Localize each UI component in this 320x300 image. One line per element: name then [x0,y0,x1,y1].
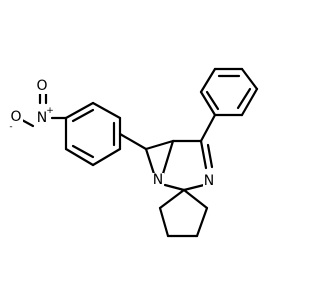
bond-n-o-single [20,118,35,128]
bond-ring-imine-a [199,139,208,170]
molecule-structure-diagram: N + O O - N N [9,67,259,238]
bond-phenyl-2 [240,87,259,117]
bond-phenyl-6 [199,90,217,117]
bond-aziridine-c2-n [160,139,175,179]
nitro-oxygen-single-charge: - [9,122,12,132]
nitro-oxygen-single-label: O [10,109,21,125]
bond-ring-n-spiro [182,183,206,192]
bond-nitrophenyl-inner-a [71,108,95,123]
bond-layer [20,67,259,238]
bond-ring-phenyl-link [199,113,217,143]
aziridine-nitrogen-label-bg [152,173,164,188]
bond-aryl-aziridine [118,132,148,151]
imine-nitrogen-label-bg [203,174,216,189]
bond-aziridine-c-c [144,139,175,151]
imine-nitrogen-label: N [204,173,214,189]
bond-nitrophenyl-5 [64,147,95,167]
bond-nitrophenyl-2 [91,101,122,120]
bond-ring-imine-b [206,143,214,169]
bond-nitrophenyl-1 [64,101,95,120]
nitro-oxygen-double-label-bg [35,79,49,94]
bond-ring-spiro-n [163,183,186,192]
bond-cyclopentane-2 [195,206,209,238]
nitro-oxygen-double-label: O [36,78,47,94]
bond-phenyl-inner-a [236,87,252,110]
bond-cyclopentane-4 [158,206,170,238]
bond-phenyl-5 [199,67,217,94]
nitro-nitrogen-label: N [37,110,47,126]
bond-phenyl-inner-c [205,90,220,111]
nitro-oxygen-single-label-bg [9,110,23,125]
bond-aziridine-c-n [144,147,157,179]
bond-nitrophenyl-4 [91,147,122,167]
bond-cyclopentane-1 [182,188,209,210]
bond-cyclopentane-5 [158,188,186,210]
nitro-nitrogen-label-bg [36,111,48,126]
bond-phenyl-3 [240,67,259,91]
bond-nitrophenyl-inner-c [71,144,95,159]
aziridine-nitrogen-label: N [153,172,163,188]
atom-label-layer: N + O O - N N [9,78,216,189]
nitro-nitrogen-charge: + [46,106,54,116]
